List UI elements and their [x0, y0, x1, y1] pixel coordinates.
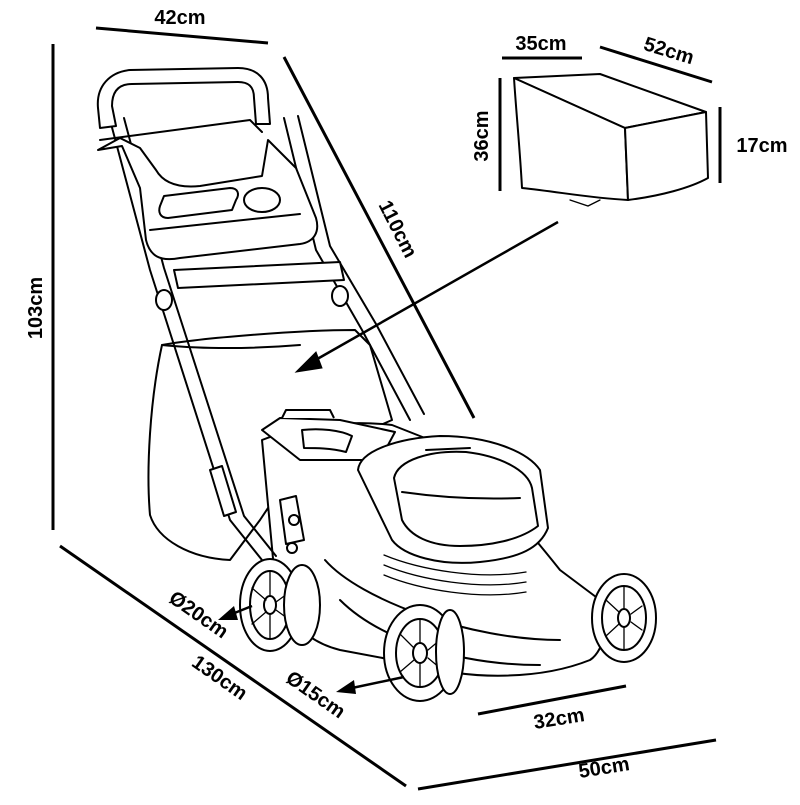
grass-box-illustration: [513, 73, 709, 207]
grass-box-foot: [569, 199, 601, 207]
front-wheel-tread: [435, 609, 465, 695]
grass-bag-top-edge: [161, 344, 301, 350]
width-label: 50cm: [577, 753, 631, 783]
dimension-lines: [51, 26, 722, 791]
adjust-lever: [209, 465, 237, 517]
grass-box-front: [624, 111, 709, 201]
handle-tube-left-outer: [109, 119, 263, 561]
front-wheel-arrowhead: [336, 680, 356, 694]
battery-cover-line: [401, 491, 521, 500]
height-label: 103cm: [25, 277, 47, 339]
far-front-wheel: [591, 573, 657, 663]
rear-wheel-label: Ø20cm: [165, 587, 232, 643]
box-depth-label: 35cm: [515, 33, 566, 55]
box-height-front-label: 17cm: [736, 135, 787, 157]
handle-tube-right-inner: [297, 115, 425, 415]
chute-handle: [281, 409, 335, 419]
left-handle-knob: [155, 289, 173, 311]
height-adjust-lever: [301, 428, 353, 453]
total-width-line: [417, 738, 717, 791]
right-handle-knob: [331, 285, 349, 307]
bag-pointer-arrow: [294, 220, 559, 373]
clamp-bolt-lower: [286, 542, 298, 554]
rear-wheel-hub-side: [283, 564, 321, 646]
clamp-bolt: [288, 514, 300, 526]
lawn-mower-illustration: [96, 67, 657, 702]
rear-wheel-arrowhead: [218, 606, 238, 620]
cut-width-line: [477, 684, 627, 716]
handle-width-label: 42cm: [154, 7, 205, 29]
motor-fin-3: [383, 574, 527, 596]
display-slot: [158, 187, 239, 219]
handle-crossbar: [173, 261, 345, 289]
motor-fin-1: [383, 554, 527, 576]
handle-length-line: [282, 56, 476, 419]
battery-cover-ridge: [425, 447, 471, 451]
cut-width-label: 32cm: [532, 704, 586, 734]
handle-length-label: 110cm: [374, 197, 421, 261]
box-height-back-label: 36cm: [471, 110, 493, 161]
handle-width-line: [95, 26, 269, 45]
power-button: [243, 187, 281, 213]
grass-box-side: [513, 77, 629, 201]
top-handle-bar: [96, 67, 271, 129]
total-length-line: [59, 544, 407, 788]
panel-crease: [149, 213, 301, 231]
rear-wheel: [239, 558, 301, 652]
front-wheel-arrow-line: [351, 675, 405, 690]
motor-fin-2: [383, 564, 527, 586]
length-label: 130cm: [188, 651, 252, 705]
bail-bar: [99, 119, 263, 141]
box-length-line: [599, 45, 713, 84]
wheel-arrows: [218, 604, 405, 694]
front-wheel-label: Ø15cm: [282, 667, 349, 723]
